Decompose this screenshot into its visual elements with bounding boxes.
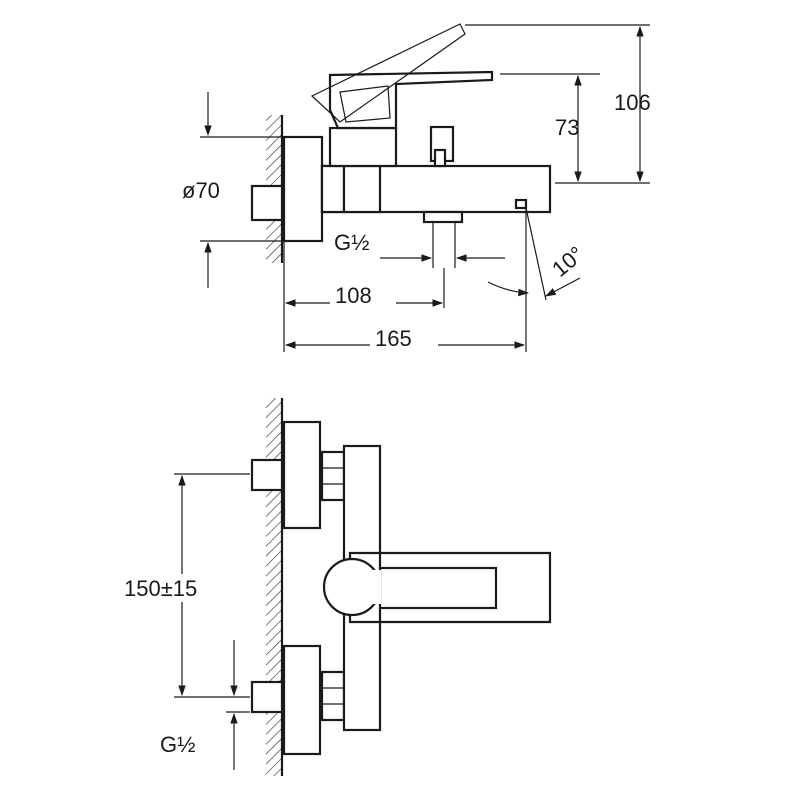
front-view: 150±15 G½ [120, 398, 552, 776]
lever-inner-side [339, 85, 391, 123]
dim-angle-label: 10° [547, 241, 589, 282]
dim-arrow-angle [545, 277, 581, 297]
dim-outlet-offset-label: 108 [335, 283, 372, 308]
inlet-connector-side [250, 184, 284, 222]
wall-hatch-front [266, 398, 282, 776]
lever-slot-front [378, 566, 498, 610]
ext-angle-line [525, 207, 547, 301]
handle-stem-side [328, 126, 398, 168]
lever-raised-outline [310, 23, 466, 123]
escutcheon-top-front [282, 420, 322, 530]
dim-centers-label: 150±15 [124, 576, 197, 601]
thread-outlet-label: G½ [334, 230, 369, 255]
inlet-top-front [250, 458, 284, 492]
thread-inlet-label: G½ [160, 732, 195, 757]
dim-total-depth-label: 165 [375, 326, 412, 351]
dim-height-body-label: 73 [555, 115, 579, 140]
shower-outlet-side [422, 210, 464, 224]
cartridge-housing-side [342, 164, 382, 214]
nut-top-front [320, 450, 346, 502]
nut-bottom-front [320, 670, 346, 722]
dim-diameter-label: ø70 [182, 178, 220, 203]
inlet-bottom-front [250, 680, 284, 714]
body-joint-side [320, 164, 346, 214]
dim-height-lever-label: 106 [614, 90, 651, 115]
spout-nozzle-side [514, 198, 528, 210]
side-view: 106 73 ø70 G½ 108 165 10° [182, 23, 651, 356]
escutcheon-bottom-front [282, 644, 322, 756]
dim-arc-angle [487, 281, 530, 297]
escutcheon-plate-side [282, 135, 324, 243]
diverter-stem-side [433, 148, 447, 168]
lever-side [328, 70, 494, 130]
